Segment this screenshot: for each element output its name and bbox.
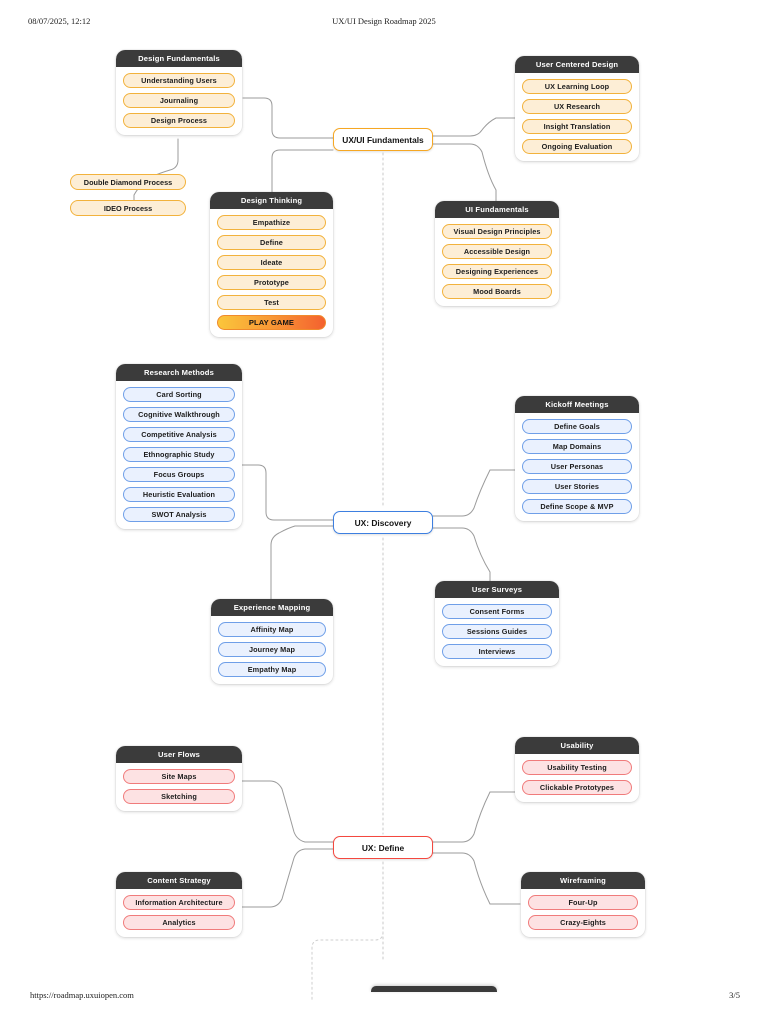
pill-map-domains[interactable]: Map Domains	[522, 439, 632, 454]
card-research-methods[interactable]: Research Methods Card Sorting Cognitive …	[116, 364, 242, 529]
pill-usability-testing[interactable]: Usability Testing	[522, 760, 632, 775]
pill-test[interactable]: Test	[217, 295, 326, 310]
card-items: UX Learning Loop UX Research Insight Tra…	[515, 73, 639, 154]
hub-ux-define[interactable]: UX: Define	[333, 836, 433, 859]
print-header: 08/07/2025, 12:12 UX/UI Design Roadmap 2…	[0, 16, 768, 30]
pill-empathy-map[interactable]: Empathy Map	[218, 662, 326, 677]
pill-focus-groups[interactable]: Focus Groups	[123, 467, 235, 482]
print-date: 08/07/2025, 12:12	[28, 16, 91, 26]
footer-page-number: 3/5	[729, 990, 740, 1000]
pill-prototype[interactable]: Prototype	[217, 275, 326, 290]
card-user-flows[interactable]: User Flows Site Maps Sketching	[116, 746, 242, 811]
pill-cognitive-walkthrough[interactable]: Cognitive Walkthrough	[123, 407, 235, 422]
pill-user-stories[interactable]: User Stories	[522, 479, 632, 494]
card-items: Card Sorting Cognitive Walkthrough Compe…	[116, 381, 242, 522]
pill-sketching[interactable]: Sketching	[123, 789, 235, 804]
pill-define-goals[interactable]: Define Goals	[522, 419, 632, 434]
play-game-button[interactable]: PLAY GAME	[217, 315, 326, 330]
card-design-thinking[interactable]: Design Thinking Empathize Define Ideate …	[210, 192, 333, 337]
print-footer: https://roadmap.uxuiopen.com 3/5	[0, 990, 768, 1004]
pill-journey-map[interactable]: Journey Map	[218, 642, 326, 657]
pill-crazy-eights[interactable]: Crazy-Eights	[528, 915, 638, 930]
pill-clickable-prototypes[interactable]: Clickable Prototypes	[522, 780, 632, 795]
card-title: Design Fundamentals	[116, 50, 242, 67]
pill-swot-analysis[interactable]: SWOT Analysis	[123, 507, 235, 522]
node-ideo-process[interactable]: IDEO Process	[70, 200, 186, 216]
card-title: User Flows	[116, 746, 242, 763]
card-content-strategy[interactable]: Content Strategy Information Architectur…	[116, 872, 242, 937]
pill-understanding-users[interactable]: Understanding Users	[123, 73, 235, 88]
pill-heuristic-evaluation[interactable]: Heuristic Evaluation	[123, 487, 235, 502]
card-title: Kickoff Meetings	[515, 396, 639, 413]
pill-four-up[interactable]: Four-Up	[528, 895, 638, 910]
pill-site-maps[interactable]: Site Maps	[123, 769, 235, 784]
pill-visual-design-principles[interactable]: Visual Design Principles	[442, 224, 552, 239]
card-usability[interactable]: Usability Usability Testing Clickable Pr…	[515, 737, 639, 802]
pill-designing-experiences[interactable]: Designing Experiences	[442, 264, 552, 279]
card-ui-fundamentals[interactable]: UI Fundamentals Visual Design Principles…	[435, 201, 559, 306]
card-title: Design Thinking	[210, 192, 333, 209]
footer-url: https://roadmap.uxuiopen.com	[30, 990, 134, 1000]
card-items: Empathize Define Ideate Prototype Test P…	[210, 209, 333, 330]
pill-competitive-analysis[interactable]: Competitive Analysis	[123, 427, 235, 442]
print-title: UX/UI Design Roadmap 2025	[332, 16, 436, 26]
card-kickoff-meetings[interactable]: Kickoff Meetings Define Goals Map Domain…	[515, 396, 639, 521]
hub-ux-discovery[interactable]: UX: Discovery	[333, 511, 433, 534]
pill-ethnographic-study[interactable]: Ethnographic Study	[123, 447, 235, 462]
card-title: User Centered Design	[515, 56, 639, 73]
card-experience-mapping[interactable]: Experience Mapping Affinity Map Journey …	[211, 599, 333, 684]
card-items: Information Architecture Analytics	[116, 889, 242, 930]
card-title: Wireframing	[521, 872, 645, 889]
card-title: User Surveys	[435, 581, 559, 598]
card-design-fundamentals[interactable]: Design Fundamentals Understanding Users …	[116, 50, 242, 135]
pill-ux-learning-loop[interactable]: UX Learning Loop	[522, 79, 632, 94]
card-items: Consent Forms Sessions Guides Interviews	[435, 598, 559, 659]
card-wireframing[interactable]: Wireframing Four-Up Crazy-Eights	[521, 872, 645, 937]
pill-design-process[interactable]: Design Process	[123, 113, 235, 128]
next-page-card-edge	[371, 986, 497, 992]
card-items: Understanding Users Journaling Design Pr…	[116, 67, 242, 128]
pill-ux-research[interactable]: UX Research	[522, 99, 632, 114]
pill-consent-forms[interactable]: Consent Forms	[442, 604, 552, 619]
pill-mood-boards[interactable]: Mood Boards	[442, 284, 552, 299]
card-title: Research Methods	[116, 364, 242, 381]
pill-empathize[interactable]: Empathize	[217, 215, 326, 230]
card-title: Content Strategy	[116, 872, 242, 889]
pill-insight-translation[interactable]: Insight Translation	[522, 119, 632, 134]
pill-affinity-map[interactable]: Affinity Map	[218, 622, 326, 637]
pill-analytics[interactable]: Analytics	[123, 915, 235, 930]
card-items: Four-Up Crazy-Eights	[521, 889, 645, 930]
card-title: UI Fundamentals	[435, 201, 559, 218]
card-items: Visual Design Principles Accessible Desi…	[435, 218, 559, 299]
pill-card-sorting[interactable]: Card Sorting	[123, 387, 235, 402]
hub-uxui-fundamentals[interactable]: UX/UI Fundamentals	[333, 128, 433, 151]
pill-interviews[interactable]: Interviews	[442, 644, 552, 659]
card-items: Usability Testing Clickable Prototypes	[515, 754, 639, 795]
card-user-centered-design[interactable]: User Centered Design UX Learning Loop UX…	[515, 56, 639, 161]
card-items: Site Maps Sketching	[116, 763, 242, 804]
pill-ideate[interactable]: Ideate	[217, 255, 326, 270]
pill-ongoing-evaluation[interactable]: Ongoing Evaluation	[522, 139, 632, 154]
pill-journaling[interactable]: Journaling	[123, 93, 235, 108]
pill-define-scope-mvp[interactable]: Define Scope & MVP	[522, 499, 632, 514]
pill-information-architecture[interactable]: Information Architecture	[123, 895, 235, 910]
node-double-diamond-process[interactable]: Double Diamond Process	[70, 174, 186, 190]
pill-accessible-design[interactable]: Accessible Design	[442, 244, 552, 259]
pill-sessions-guides[interactable]: Sessions Guides	[442, 624, 552, 639]
card-items: Affinity Map Journey Map Empathy Map	[211, 616, 333, 677]
pill-define[interactable]: Define	[217, 235, 326, 250]
card-title: Experience Mapping	[211, 599, 333, 616]
card-items: Define Goals Map Domains User Personas U…	[515, 413, 639, 514]
pill-user-personas[interactable]: User Personas	[522, 459, 632, 474]
card-user-surveys[interactable]: User Surveys Consent Forms Sessions Guid…	[435, 581, 559, 666]
card-title: Usability	[515, 737, 639, 754]
